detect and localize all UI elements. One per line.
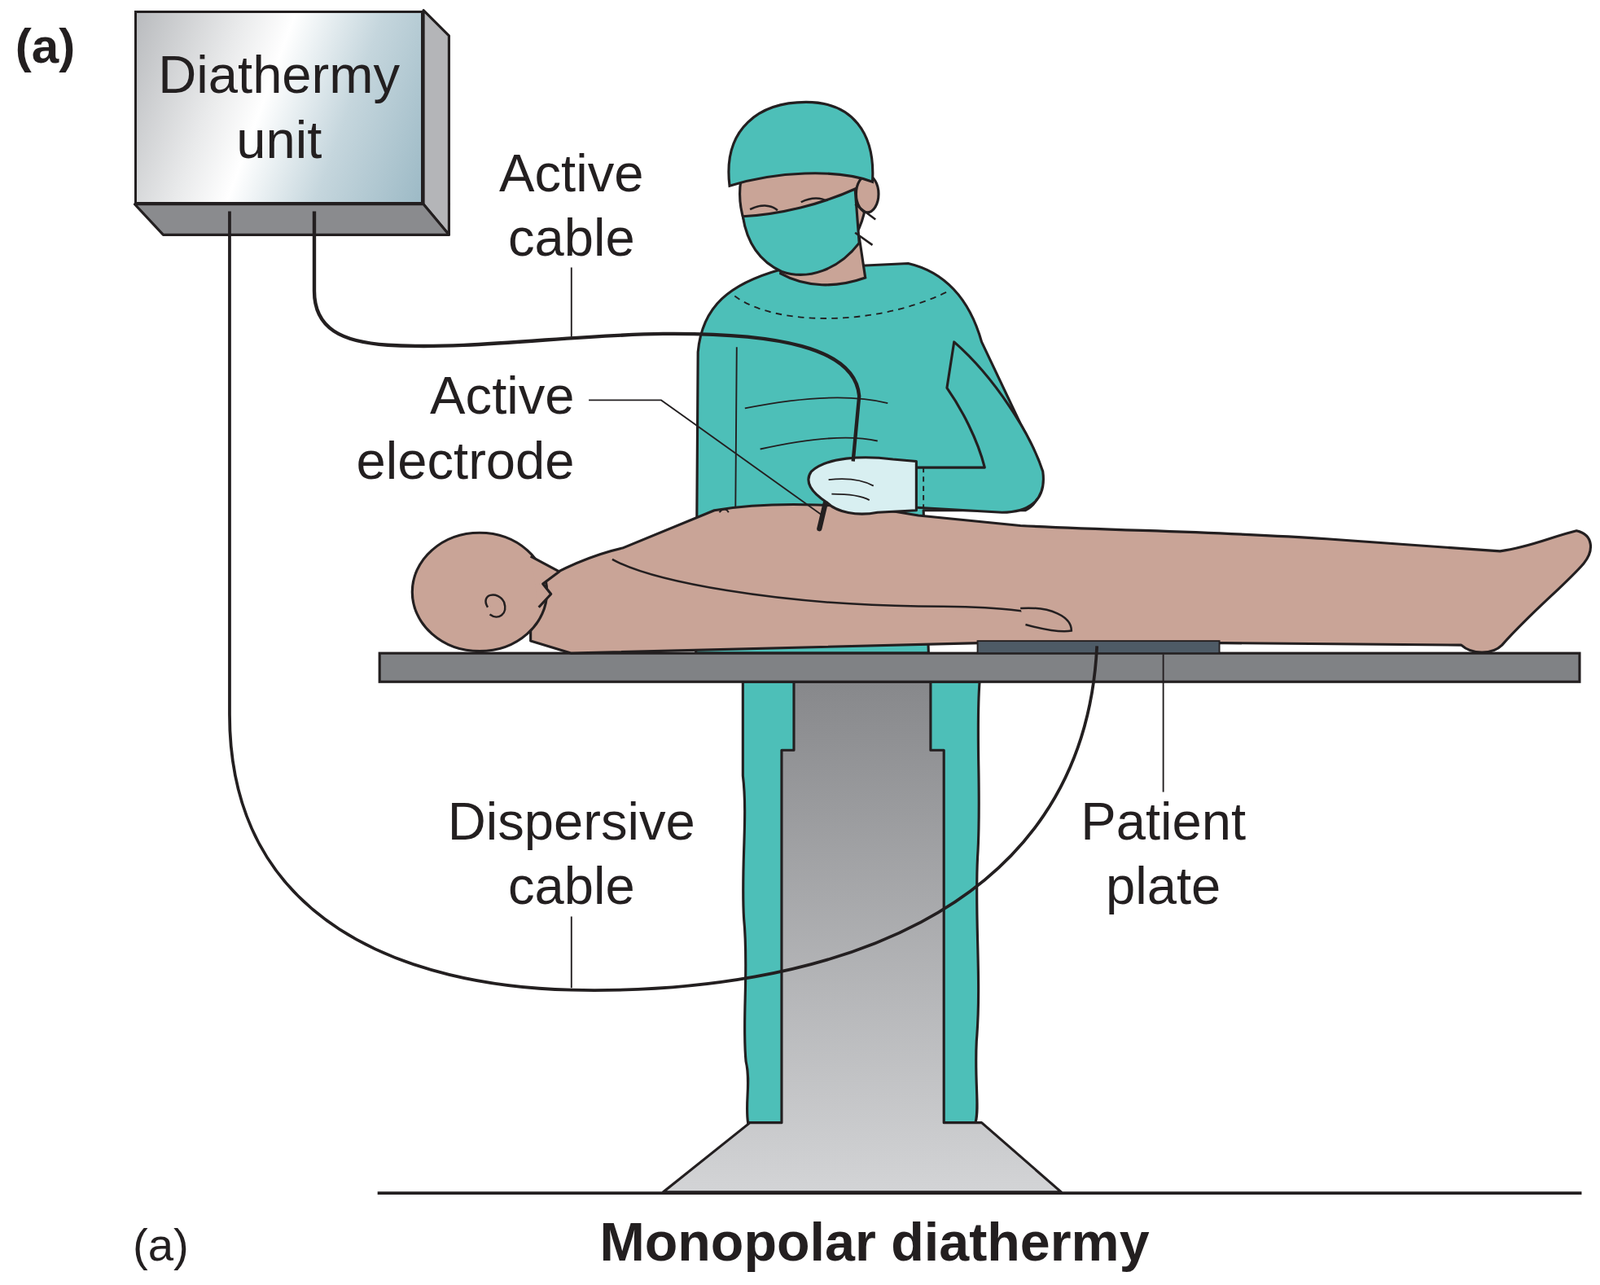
surgeon-mask	[742, 188, 860, 275]
table-pedestal	[663, 681, 1062, 1193]
part-label: Dispersive cable	[447, 789, 696, 919]
part-label: Active cable	[499, 140, 644, 271]
patient-plate	[977, 640, 1220, 654]
panel-letter: (a)	[15, 16, 76, 76]
patient-ear	[485, 595, 505, 618]
device-box: Diathermy unit	[134, 10, 424, 205]
mask-tie	[854, 204, 876, 246]
glove-fingers	[828, 478, 874, 500]
patient-face	[530, 556, 560, 608]
surgeon-cap	[728, 101, 873, 186]
leader-line	[1162, 653, 1165, 792]
surgeon-arm	[913, 341, 1044, 513]
part-label: Patient plate	[1080, 789, 1246, 919]
leader-line	[570, 916, 573, 988]
patient-body	[530, 504, 1592, 654]
caption: Monopolar diathermy	[599, 1209, 1149, 1276]
patient-navel	[718, 508, 728, 513]
patient-head	[412, 532, 547, 651]
unit-bottom-face	[134, 204, 449, 236]
patient-arm	[612, 559, 1067, 621]
unit-side-face	[423, 10, 449, 236]
patient-hand	[1020, 608, 1072, 632]
part-label: Active electrode	[356, 363, 575, 493]
dispersive-cable	[229, 211, 1097, 991]
device-label: Diathermy unit	[157, 42, 400, 172]
floor-line	[377, 1191, 1583, 1195]
operating-table	[379, 653, 1580, 682]
leader-line	[588, 399, 823, 516]
surgeon-cuff	[922, 467, 925, 509]
surgeon-gown-seam	[734, 290, 949, 319]
surgeon-glove	[808, 457, 917, 514]
panel-letter: (a)	[132, 1217, 189, 1274]
leader-line	[570, 267, 573, 337]
